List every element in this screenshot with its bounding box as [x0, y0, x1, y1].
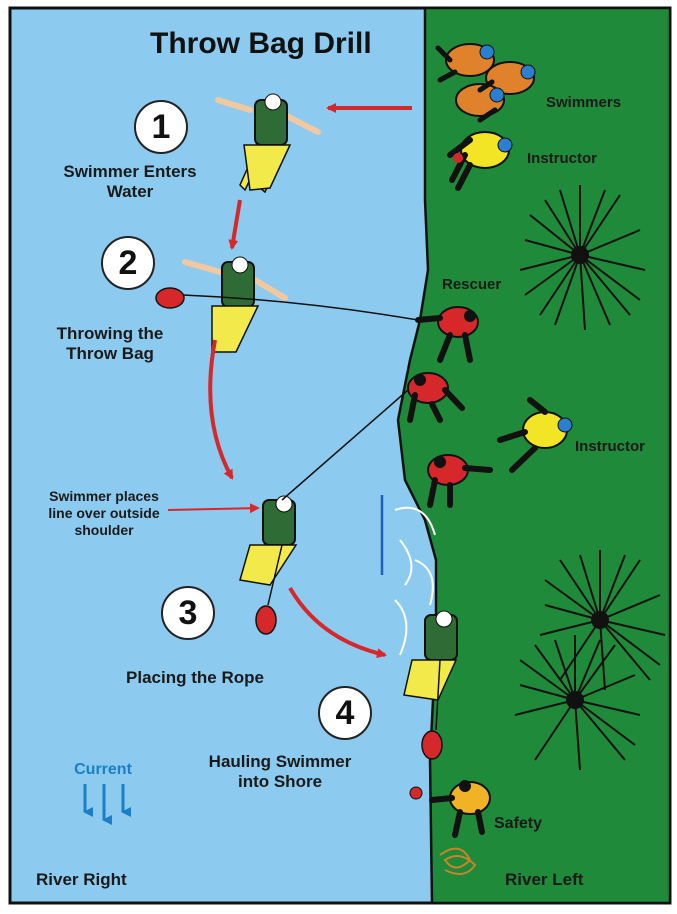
page-title: Throw Bag Drill	[150, 26, 372, 62]
step-1-number: 1	[134, 100, 188, 154]
rescuer-label: Rescuer	[442, 276, 501, 294]
safety-label: Safety	[494, 814, 542, 833]
throw-bag-icon	[256, 606, 276, 634]
instructor-top-label: Instructor	[527, 150, 597, 168]
step-4-label: Hauling Swimmer into Shore	[185, 752, 375, 793]
step-2-label: Throwing the Throw Bag	[30, 324, 190, 365]
current-label: Current	[58, 760, 148, 779]
step-3-number: 3	[161, 586, 215, 640]
river-right-label: River Right	[36, 870, 127, 890]
swimmers-label: Swimmers	[546, 94, 621, 112]
step-3-label: Placing the Rope	[100, 668, 290, 688]
throw-bag-icon	[156, 288, 184, 308]
annotation-label: Swimmer places line over outside shoulde…	[34, 488, 174, 538]
step-1-label: Swimmer Enters Water	[40, 162, 220, 203]
step-4-number: 4	[318, 686, 372, 740]
step-2-number: 2	[101, 236, 155, 290]
instructor-mid-label: Instructor	[575, 438, 645, 456]
throw-bag-icon	[422, 731, 442, 759]
river-left-label: River Left	[505, 870, 583, 890]
